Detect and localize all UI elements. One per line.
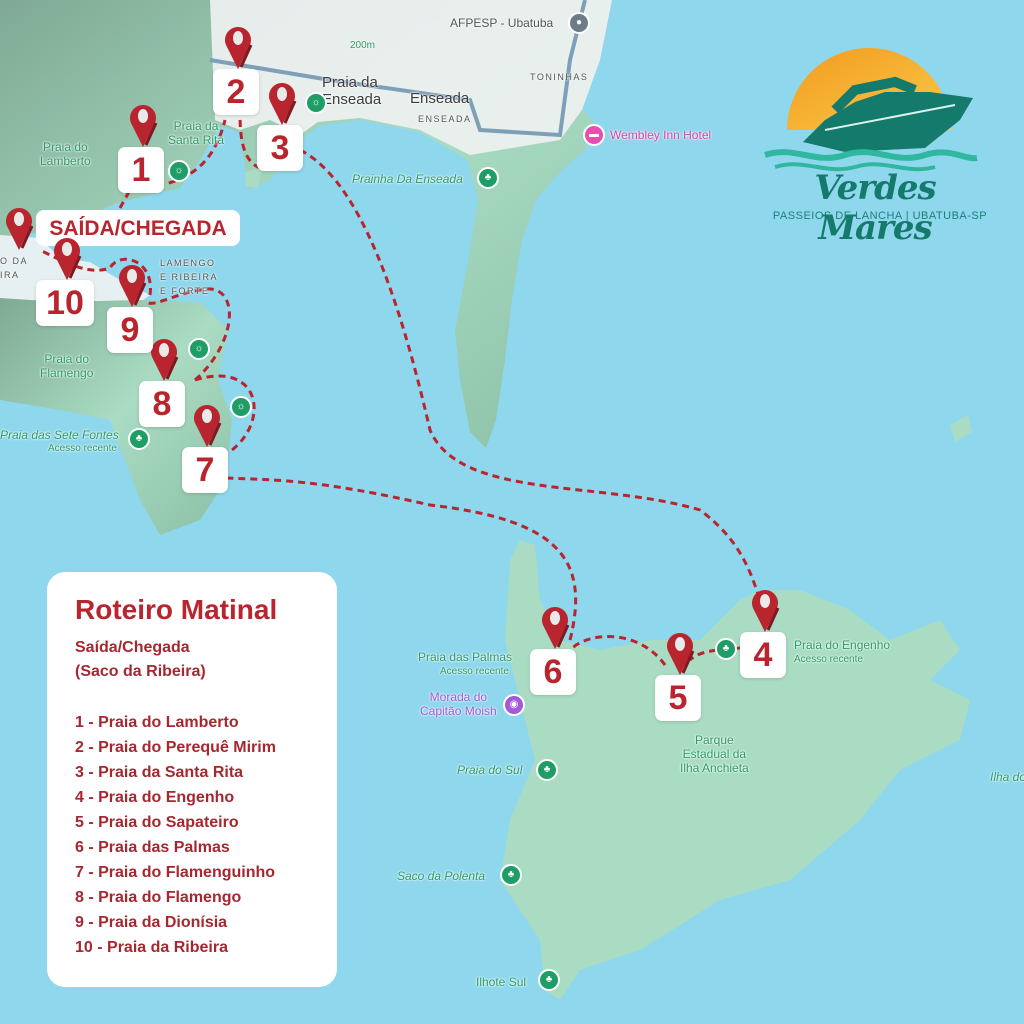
beach-icon[interactable]: ☼: [230, 396, 252, 418]
map-label-santa-rita: Praia da Santa Rita: [168, 119, 225, 147]
tree-icon[interactable]: ♣: [715, 638, 737, 660]
map-label-sete-fontes: Praia das Sete Fontes: [0, 428, 119, 442]
map-label-acesso-recente: Acesso recente: [48, 443, 117, 454]
islet-santa-rita: [245, 168, 262, 188]
map-pin-icon[interactable]: [267, 79, 297, 125]
map-label-saco-ribeira: O DA IRA: [0, 256, 29, 280]
stop-marker-10[interactable]: 10: [36, 280, 94, 326]
legend-item: 7 - Praia do Flamenguinho: [75, 864, 276, 881]
legend-subtitle: Saída/Chegada (Saco da Ribeira): [75, 636, 206, 684]
map-label-engenho: Praia do Engenho: [794, 638, 891, 652]
tree-icon[interactable]: ♣: [477, 167, 499, 189]
map-pin-icon[interactable]: [52, 234, 82, 280]
urban-area: [210, 0, 612, 155]
map-label-ilhote-sul: Ilhote Sul: [476, 975, 527, 989]
map-pin-icon[interactable]: [665, 629, 695, 675]
legend-list: 1 - Praia do Lamberto 2 - Praia do Pereq…: [75, 710, 276, 960]
road: [209, 0, 587, 138]
beach-icon[interactable]: ☼: [168, 160, 190, 182]
stop-marker-3[interactable]: 3: [257, 125, 303, 171]
map-label-engenho-acesso: Acesso recente: [794, 654, 863, 665]
map-label-morada: Morada do Capitão Moish: [420, 690, 497, 718]
map-label-enseada-area: ENSEADA: [418, 114, 472, 124]
map-label-hotel: Wembley Inn Hotel: [610, 128, 712, 142]
map-label-lamberto: Praia do Lamberto: [40, 140, 91, 168]
ilha-anchieta: [500, 540, 970, 1000]
map-pin-icon[interactable]: [117, 261, 147, 307]
hotel-icon[interactable]: ▬: [583, 124, 605, 146]
boat-sun-logo-icon: [764, 47, 978, 172]
stop-marker-2[interactable]: 2: [213, 69, 259, 115]
islet: [950, 415, 972, 442]
stop-marker-6[interactable]: 6: [530, 649, 576, 695]
legend-item: 6 - Praia das Palmas: [75, 839, 230, 856]
map-label-enseada: Enseada: [410, 90, 470, 107]
map-label-ilha-do: Ilha do: [990, 770, 1024, 784]
map-label-toninhas: TONINHAS: [530, 72, 589, 82]
legend-item: 2 - Praia do Perequê Mirim: [75, 739, 276, 756]
stop-marker-4[interactable]: 4: [740, 632, 786, 678]
brand-name: Verdes Mares: [814, 168, 936, 248]
stop-marker-5[interactable]: 5: [655, 675, 701, 721]
start-pin-icon[interactable]: [4, 204, 34, 250]
map-label-parque: Parque Estadual da Ilha Anchieta: [680, 733, 749, 775]
map-pin-icon[interactable]: [149, 335, 179, 381]
place-pin-icon[interactable]: ●: [568, 12, 590, 34]
stop-marker-8[interactable]: 8: [139, 381, 185, 427]
stop-marker-7[interactable]: 7: [182, 447, 228, 493]
legend-item: 8 - Praia do Flamengo: [75, 889, 242, 906]
beach-icon[interactable]: ☼: [305, 92, 327, 114]
tree-icon[interactable]: ♣: [128, 428, 150, 450]
map-label-palmas: Praia das Palmas: [418, 650, 513, 664]
legend-subtitle-line-1: Saída/Chegada: [75, 639, 190, 656]
map-pin-icon[interactable]: [750, 586, 780, 632]
map-label-praia-da-enseada: Praia da Enseada: [322, 74, 382, 108]
legend-item: 4 - Praia do Engenho: [75, 789, 235, 806]
itinerary-legend: Roteiro Matinal Saída/Chegada (Saco da R…: [47, 572, 337, 987]
map-label-afpesp: AFPESP - Ubatuba: [450, 16, 554, 30]
map-label-ribeira-area: LAMENGO E RIBEIRA E FORTE: [160, 258, 219, 296]
map-label-flamengo: Praia do Flamengo: [40, 352, 94, 380]
legend-item: 9 - Praia da Dionísia: [75, 914, 228, 931]
map-label-200m: 200m: [350, 40, 376, 51]
map-pin-icon[interactable]: [128, 101, 158, 147]
legend-item: 10 - Praia da Ribeira: [75, 939, 228, 956]
map-pin-icon[interactable]: [192, 401, 222, 447]
legend-title: Roteiro Matinal: [75, 594, 278, 625]
stop-marker-1[interactable]: 1: [118, 147, 164, 193]
legend-item: 1 - Praia do Lamberto: [75, 714, 239, 731]
camera-icon[interactable]: ◉: [503, 694, 525, 716]
map-pin-icon[interactable]: [540, 603, 570, 649]
stop-marker-9[interactable]: 9: [107, 307, 153, 353]
tree-icon[interactable]: ♣: [536, 759, 558, 781]
legend-subtitle-line-2: (Saco da Ribeira): [75, 663, 206, 680]
legend-item: 3 - Praia da Santa Rita: [75, 764, 244, 781]
map-pin-icon[interactable]: [223, 23, 253, 69]
beach-icon[interactable]: ☼: [188, 338, 210, 360]
tree-icon[interactable]: ♣: [500, 864, 522, 886]
brand-logo: Verdes Mares PASSEIOS DE LANCHA | UBATUB…: [755, 30, 1015, 248]
tree-icon[interactable]: ♣: [538, 969, 560, 991]
map-label-praia-sul: Praia do Sul: [457, 763, 523, 777]
legend-item: 5 - Praia do Sapateiro: [75, 814, 239, 831]
map-label-prainha: Prainha Da Enseada: [352, 172, 463, 186]
map-label-saco-polenta: Saco da Polenta: [397, 869, 486, 883]
map-label-palmas-acesso: Acesso recente: [440, 666, 509, 677]
brand-tagline: PASSEIOS DE LANCHA | UBATUBA-SP: [772, 210, 988, 222]
